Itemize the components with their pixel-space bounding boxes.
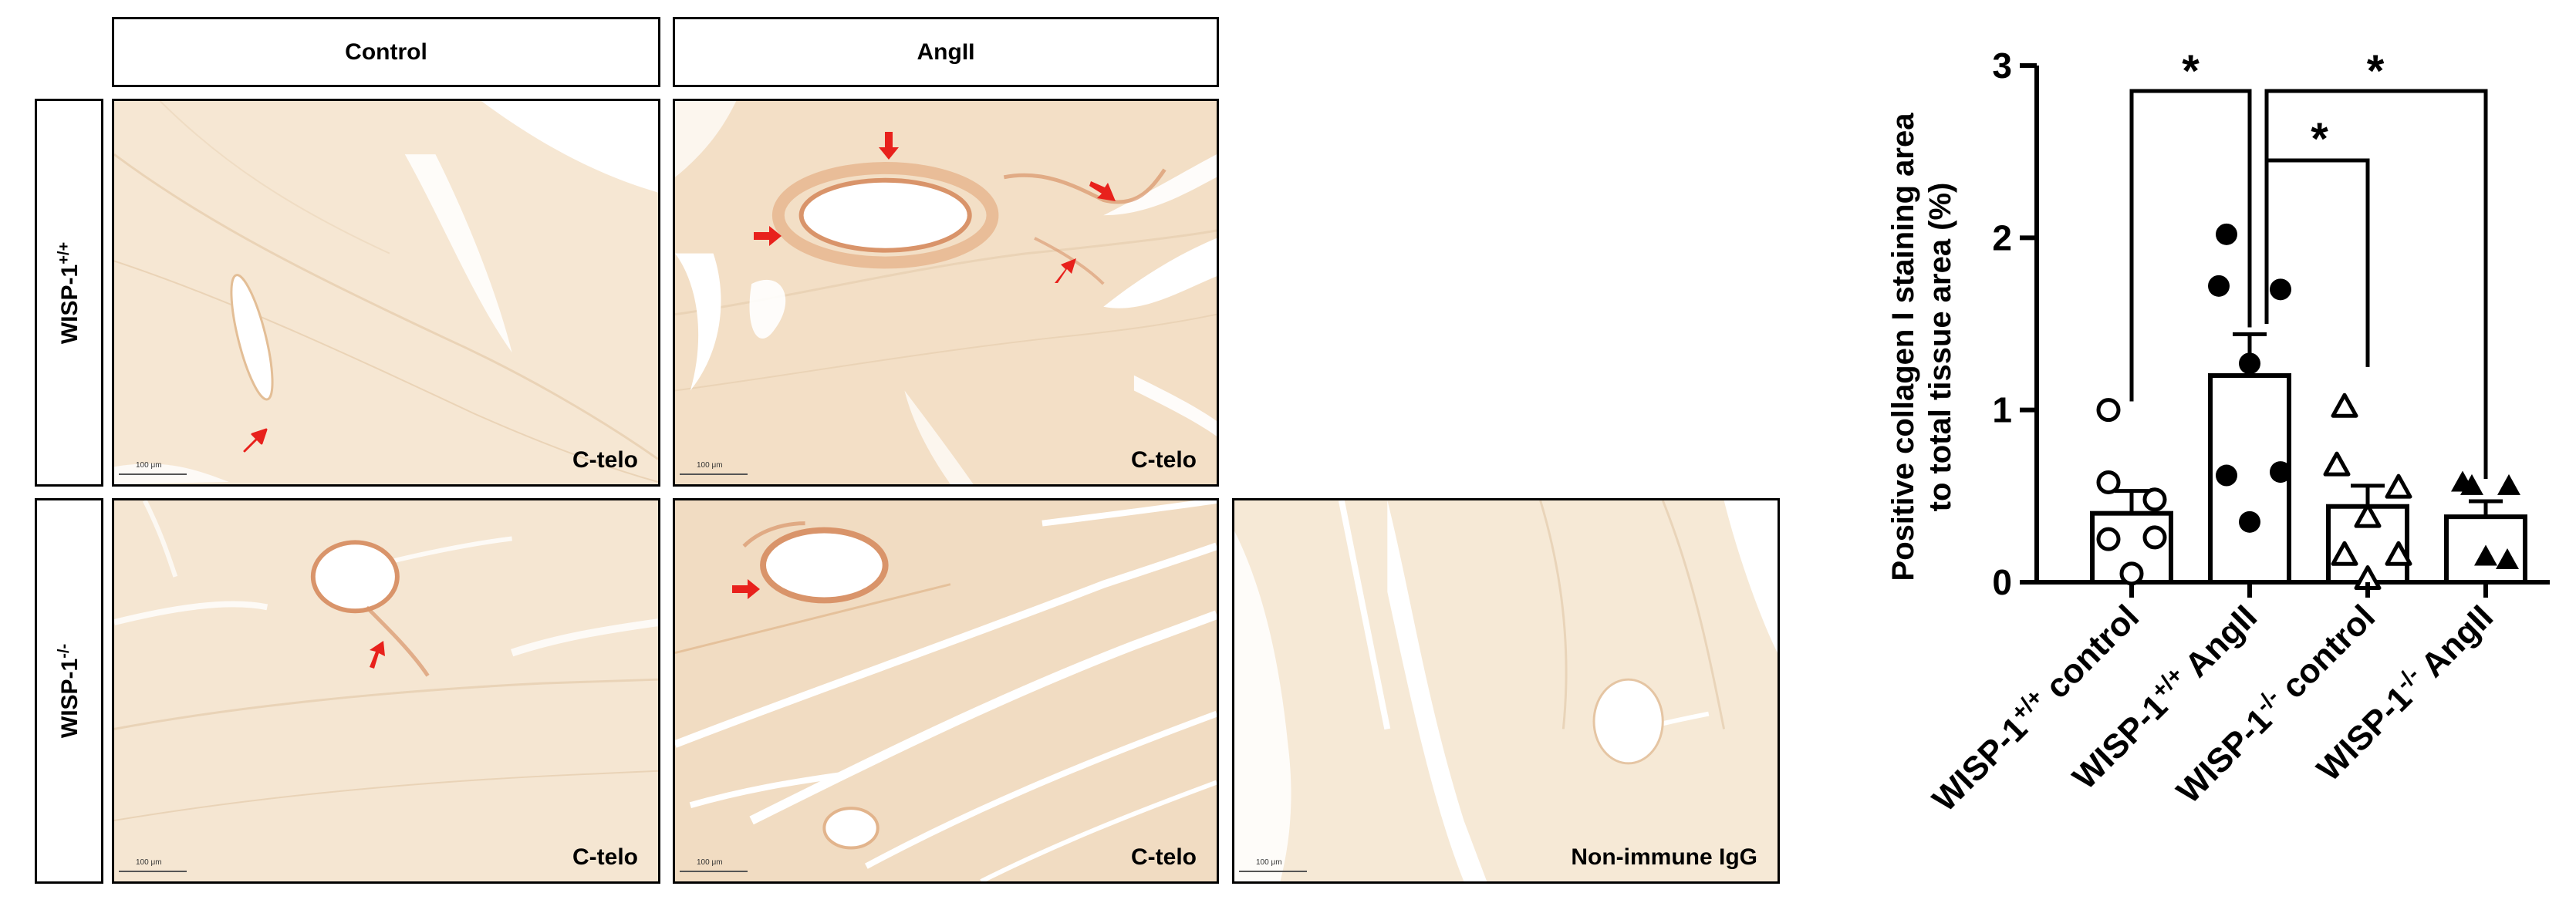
data-point [2385, 473, 2412, 499]
panel-tag-ko-control: C-telo [572, 844, 638, 870]
column-header-control: Control [112, 17, 660, 87]
data-point [2496, 548, 2519, 569]
x-tick-label-gene: WISP-1 [1925, 709, 2034, 819]
significance-star: * [2182, 46, 2200, 96]
tissue-texture [1234, 500, 1778, 881]
data-point [2096, 527, 2121, 551]
red-arrow-icon [1089, 181, 1116, 201]
scale-bar-label: 100 μm [136, 461, 162, 470]
row-label-wisp1-ko: WISP-1-/- [35, 498, 103, 884]
tissue-texture [114, 101, 658, 484]
collagen-bar-chart: Positive collagen I staining area to tot… [1886, 45, 2550, 819]
significance-bracket [2129, 89, 2252, 402]
panel-tag-wt-control: C-telo [572, 447, 638, 473]
scale-bar-label: 100 μm [697, 461, 723, 470]
data-point [2216, 223, 2237, 245]
data-point [2497, 473, 2520, 495]
data-point [2096, 398, 2121, 423]
data-point [2331, 393, 2358, 418]
data-point [2323, 451, 2351, 477]
y-tick-label: 1 [1992, 390, 2012, 430]
data-point [2385, 541, 2412, 566]
y-tick-label: 2 [1992, 217, 2012, 258]
micrograph-wt-control: 100 μm C-telo [112, 99, 660, 487]
tissue-texture [675, 500, 1217, 881]
data-point [2331, 541, 2358, 566]
panel-tag-ko-angii: C-telo [1131, 844, 1197, 870]
x-tick-label-group: control [2267, 598, 2382, 713]
data-point [2460, 473, 2483, 495]
x-tick-label: WISP-1+/+ control [1923, 596, 2146, 819]
significance-star: * [2311, 114, 2328, 164]
tissue-texture [114, 500, 658, 821]
scale-bar-label: 100 μm [1256, 858, 1282, 867]
column-header-control-label: Control [345, 39, 427, 65]
data-point [2239, 352, 2260, 375]
row-label-wisp1-wt: WISP-1+/+ [35, 99, 103, 487]
red-arrow-icon [1055, 258, 1076, 283]
red-arrow-icon [732, 579, 760, 599]
column-header-angii: AngII [673, 17, 1219, 87]
data-point [2216, 464, 2237, 487]
red-arrow-icon [879, 132, 899, 160]
data-point [2119, 561, 2144, 586]
data-point [2208, 275, 2230, 297]
scale-bar-label: 100 μm [136, 858, 162, 867]
data-point [2474, 544, 2497, 566]
data-point [2239, 510, 2260, 533]
micrograph-ko-angii: 100 μm C-telo [673, 498, 1219, 884]
red-arrow-icon [243, 428, 268, 453]
x-tick-label-gene: WISP-1 [2310, 679, 2419, 789]
data-point [2142, 487, 2167, 512]
x-tick-label: WISP-1-/- control [2168, 596, 2382, 810]
y-axis-label-line1: Positive collagen I staining area [1886, 113, 1920, 581]
scale-bar-label: 100 μm [697, 858, 723, 867]
scale-bar: 100 μm [680, 858, 748, 872]
column-header-angii-label: AngII [917, 39, 975, 65]
panel-tag-wt-angii: C-telo [1131, 447, 1197, 473]
data-point [2096, 470, 2121, 494]
scale-bar: 100 μm [119, 858, 187, 872]
tissue-texture [675, 101, 1217, 484]
x-tick-label-group: control [2031, 598, 2146, 713]
row-label-wt-gene: WISP-1 [56, 264, 83, 344]
x-tick-label-gene: WISP-1 [2065, 687, 2175, 797]
significance-bracket [2264, 89, 2488, 479]
data-point [2270, 278, 2291, 301]
panel-tag-ko-igg: Non-immune IgG [1571, 844, 1757, 870]
red-arrow-icon [370, 641, 385, 669]
data-point [2142, 525, 2167, 550]
row-label-wisp1-wt-text: WISP-1+/+ [56, 241, 83, 343]
x-tick-label-group: AngII [2408, 598, 2500, 690]
scale-bar: 100 μm [1239, 858, 1307, 872]
scale-bar: 100 μm [119, 461, 187, 475]
data-point [2354, 503, 2382, 528]
x-tick-label-gene: WISP-1 [2169, 702, 2279, 811]
y-axis-label-line2: to total tissue area (%) [1923, 183, 1957, 512]
data-point [2270, 461, 2291, 484]
red-arrow-icon [754, 226, 782, 246]
row-label-wisp1-ko-text: WISP-1-/- [56, 644, 83, 738]
y-tick-label: 0 [1992, 562, 2012, 602]
significance-bracket [2264, 158, 2370, 367]
scale-bar: 100 μm [680, 461, 748, 475]
row-label-ko-genotype: -/- [55, 643, 73, 659]
micrograph-ko-igg: 100 μm Non-immune IgG [1232, 498, 1780, 884]
x-tick-label-group: AngII [2172, 598, 2264, 690]
significance-star: * [2367, 46, 2385, 96]
row-label-ko-gene: WISP-1 [56, 658, 83, 739]
micrograph-wt-angii: 100 μm C-telo [673, 99, 1219, 487]
row-label-wt-genotype: +/+ [55, 241, 73, 264]
micrograph-ko-control: 100 μm C-telo [112, 498, 660, 884]
y-tick-label: 3 [1992, 45, 2012, 86]
